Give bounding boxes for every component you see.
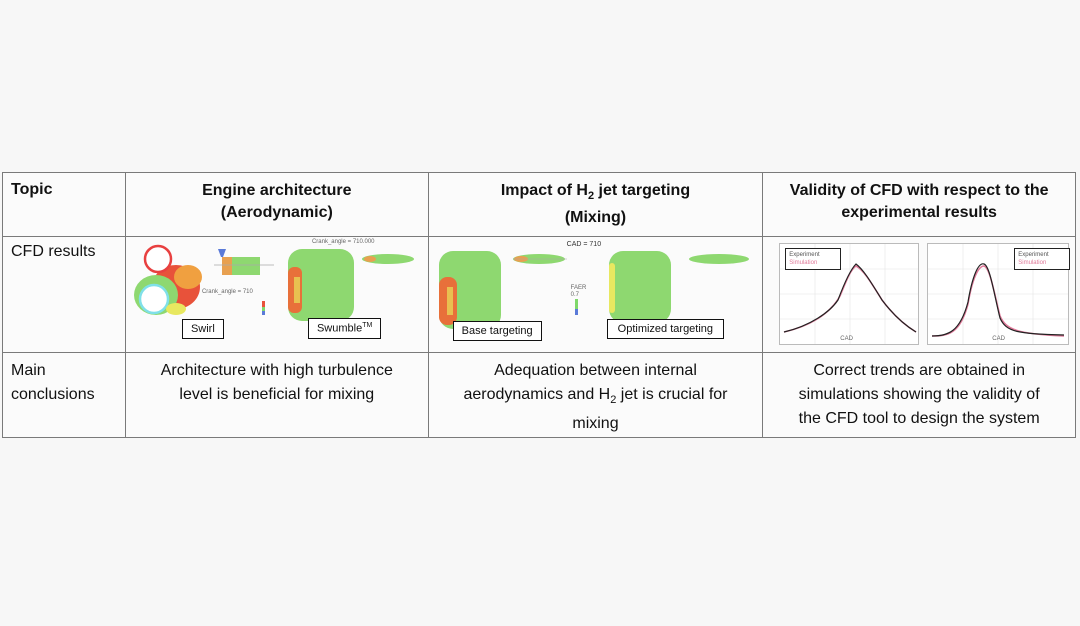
- conclusion-validity-line2: simulations showing the validity of: [798, 386, 1040, 403]
- header-topic: Topic: [11, 181, 53, 198]
- header-row: Topic Engine architecture (Aerodynamic) …: [2, 172, 1076, 237]
- swumble-tm: TM: [362, 322, 373, 329]
- conclusions-label-cell: Main conclusions: [2, 352, 126, 438]
- cfd-engine-cell: Crank_angle = 710.000 Crank_angle = 710 …: [124, 236, 429, 353]
- crank-angle-top: Crank_angle = 710.000: [311, 239, 375, 245]
- header-topic-cell: Topic: [2, 172, 126, 237]
- header-impact: Impact of H2 jet targeting (Mixing): [429, 173, 763, 229]
- cfd-label-cell: CFD results: [2, 236, 126, 353]
- crank-angle-mid: Crank_angle = 710: [201, 289, 253, 295]
- engine-cfd-image: [133, 244, 414, 321]
- conclusions-label: Main conclusions: [3, 353, 125, 407]
- swirl-label: Swirl: [181, 319, 224, 339]
- legend-right: Experiment Simulation: [1014, 248, 1071, 270]
- cfd-validity-cell: Experiment Simulation CAD: [762, 236, 1076, 353]
- header-impact-sub: 2: [587, 190, 595, 203]
- conclusion-impact-line2-prefix: aerodynamics and H: [463, 386, 611, 403]
- conclusion-engine-cell: Architecture with high turbulence level …: [124, 352, 429, 438]
- header-engine: Engine architecture (Aerodynamic): [126, 173, 428, 224]
- legend-left-simulation: Simulation: [789, 260, 818, 266]
- conclusion-engine-line1: Architecture with high turbulence: [160, 362, 393, 379]
- legend-left: Experiment Simulation: [785, 248, 842, 270]
- cad-label: CAD = 710: [566, 241, 602, 248]
- cfd-impact-cell: CAD = 710 FAER 0.7 Base targeting Optimi…: [427, 236, 764, 353]
- conclusion-validity-line1: Correct trends are obtained in: [813, 362, 1025, 379]
- header-impact-cell: Impact of H2 jet targeting (Mixing): [427, 172, 764, 237]
- conclusion-validity-cell: Correct trends are obtained in simulatio…: [762, 352, 1076, 438]
- header-impact-line2: (Mixing): [564, 209, 627, 227]
- conclusion-impact-line2-suffix: jet is crucial for: [616, 386, 728, 403]
- validity-plot-right: Experiment Simulation CAD: [927, 243, 1071, 345]
- legend-right-simulation: Simulation: [1018, 260, 1047, 266]
- optimized-targeting-label: Optimized targeting: [606, 319, 725, 339]
- cfd-label: CFD results: [11, 243, 96, 260]
- header-validity-line2: experimental results: [841, 204, 997, 221]
- conclusions-label-line2: conclusions: [11, 386, 95, 403]
- header-engine-cell: Engine architecture (Aerodynamic): [124, 172, 429, 237]
- header-engine-line1: Engine architecture: [202, 182, 352, 199]
- conclusion-impact-sub: 2: [610, 394, 617, 407]
- legend-right-experiment: Experiment: [1018, 252, 1049, 258]
- base-targeting-label: Base targeting: [452, 321, 542, 341]
- header-impact-suffix: jet targeting: [594, 182, 691, 199]
- faer-value: 0.7: [570, 292, 579, 298]
- cfd-results-row: CFD results: [2, 236, 1076, 353]
- validity-plot-left: Experiment Simulation CAD: [779, 243, 920, 345]
- axis-cad-left: CAD: [840, 336, 853, 342]
- header-impact-prefix: Impact of H: [500, 182, 588, 199]
- conclusion-engine-line2: level is beneficial for mixing: [179, 386, 375, 403]
- impact-cfd-image: [438, 251, 749, 329]
- legend-left-experiment: Experiment: [789, 252, 820, 258]
- swumble-text: Swumble: [316, 322, 363, 335]
- conclusion-impact-line3: mixing: [572, 415, 619, 433]
- conclusion-validity: Correct trends are obtained in simulatio…: [763, 353, 1075, 431]
- conclusion-impact-cell: Adequation between internal aerodynamics…: [427, 352, 764, 438]
- results-table: Topic Engine architecture (Aerodynamic) …: [2, 172, 1076, 438]
- conclusions-row: Main conclusions Architecture with high …: [2, 352, 1076, 438]
- header-validity-cell: Validity of CFD with respect to the expe…: [762, 172, 1076, 237]
- faer-label: FAER: [570, 285, 587, 291]
- conclusion-validity-line3: the CFD tool to design the system: [798, 410, 1040, 427]
- header-validity-line1: Validity of CFD with respect to the: [789, 182, 1049, 199]
- header-engine-line2: (Aerodynamic): [220, 204, 333, 221]
- header-validity: Validity of CFD with respect to the expe…: [763, 173, 1075, 224]
- conclusion-impact-line1: Adequation between internal: [494, 362, 697, 379]
- conclusion-engine: Architecture with high turbulence level …: [126, 353, 428, 407]
- axis-cad-right: CAD: [992, 336, 1005, 342]
- swumble-label: SwumbleTM: [307, 318, 382, 339]
- conclusions-label-line1: Main: [11, 362, 46, 379]
- conclusion-impact: Adequation between internal aerodynamics…: [429, 353, 763, 436]
